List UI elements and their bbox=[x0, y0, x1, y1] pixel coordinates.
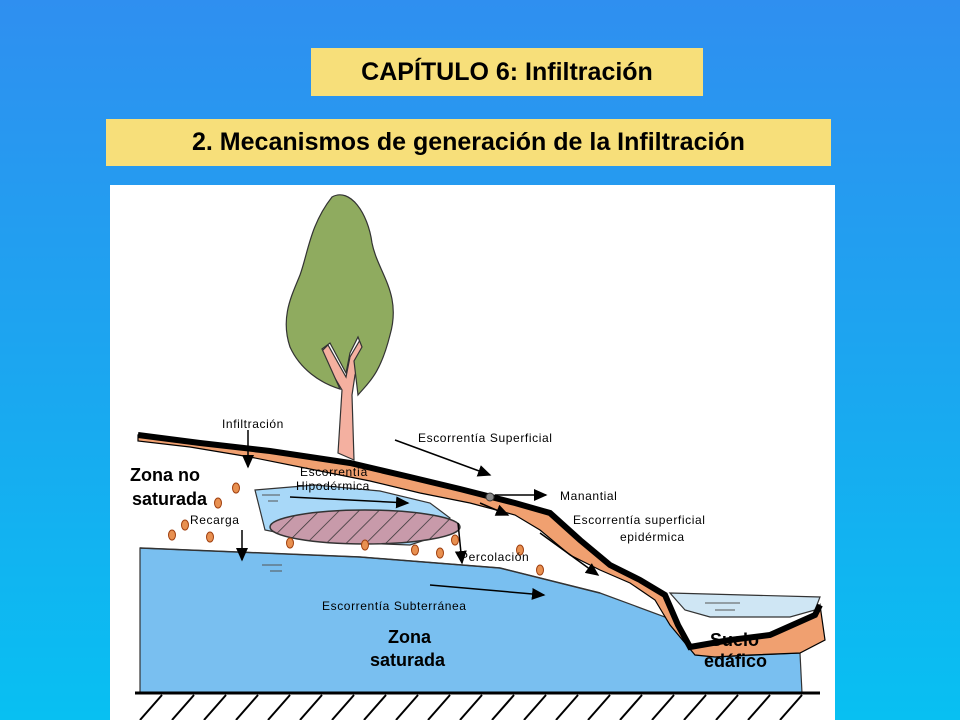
label-escorrentia-sup-epidermica-2: epidérmica bbox=[620, 530, 685, 544]
label-escorrentia-superficial: Escorrentía Superficial bbox=[418, 431, 553, 445]
label-suelo-edafico-1: Suelo bbox=[710, 630, 759, 650]
label-escorrentia-subterranea: Escorrentía Subterránea bbox=[322, 599, 467, 613]
impermeable-lens-hatch bbox=[270, 510, 460, 544]
tree-crown bbox=[285, 194, 394, 397]
water-dashes bbox=[262, 494, 282, 572]
label-infiltracion: Infiltración bbox=[222, 417, 284, 431]
label-zona-no-saturada-1: Zona no bbox=[130, 465, 200, 485]
ground-surface bbox=[137, 432, 823, 651]
label-manantial: Manantial bbox=[560, 489, 617, 503]
label-recarga: Recarga bbox=[190, 513, 240, 527]
infiltration-diagram: Infiltración Escorrentía Superficial Zon… bbox=[110, 185, 835, 720]
label-percolacion: Percolación bbox=[460, 550, 529, 564]
lake bbox=[668, 592, 821, 618]
label-escorrentia-hipodermica-1: Escorrentía bbox=[300, 465, 368, 479]
label-zona-saturada-2: saturada bbox=[370, 650, 446, 670]
label-zona-no-saturada-2: saturada bbox=[132, 489, 208, 509]
label-suelo-edafico-2: edáfico bbox=[704, 651, 767, 671]
label-zona-saturada-1: Zona bbox=[388, 627, 432, 647]
water-table-line bbox=[139, 547, 601, 594]
diagram-svg: Infiltración Escorrentía Superficial Zon… bbox=[130, 194, 826, 720]
flow-arrows bbox=[236, 430, 600, 600]
label-escorrentia-sup-epidermica-1: Escorrentía superficial bbox=[573, 513, 706, 527]
section-subtitle: 2. Mecanismos de generación de la Infilt… bbox=[106, 119, 831, 166]
saturated-zone bbox=[139, 547, 803, 694]
label-escorrentia-hipodermica-2: Hipodérmica bbox=[296, 479, 370, 493]
infiltration-droplets bbox=[168, 482, 544, 576]
spring-point bbox=[485, 492, 495, 502]
bedrock-hatch bbox=[139, 694, 803, 720]
chapter-title: CAPÍTULO 6: Infiltración bbox=[311, 48, 703, 96]
